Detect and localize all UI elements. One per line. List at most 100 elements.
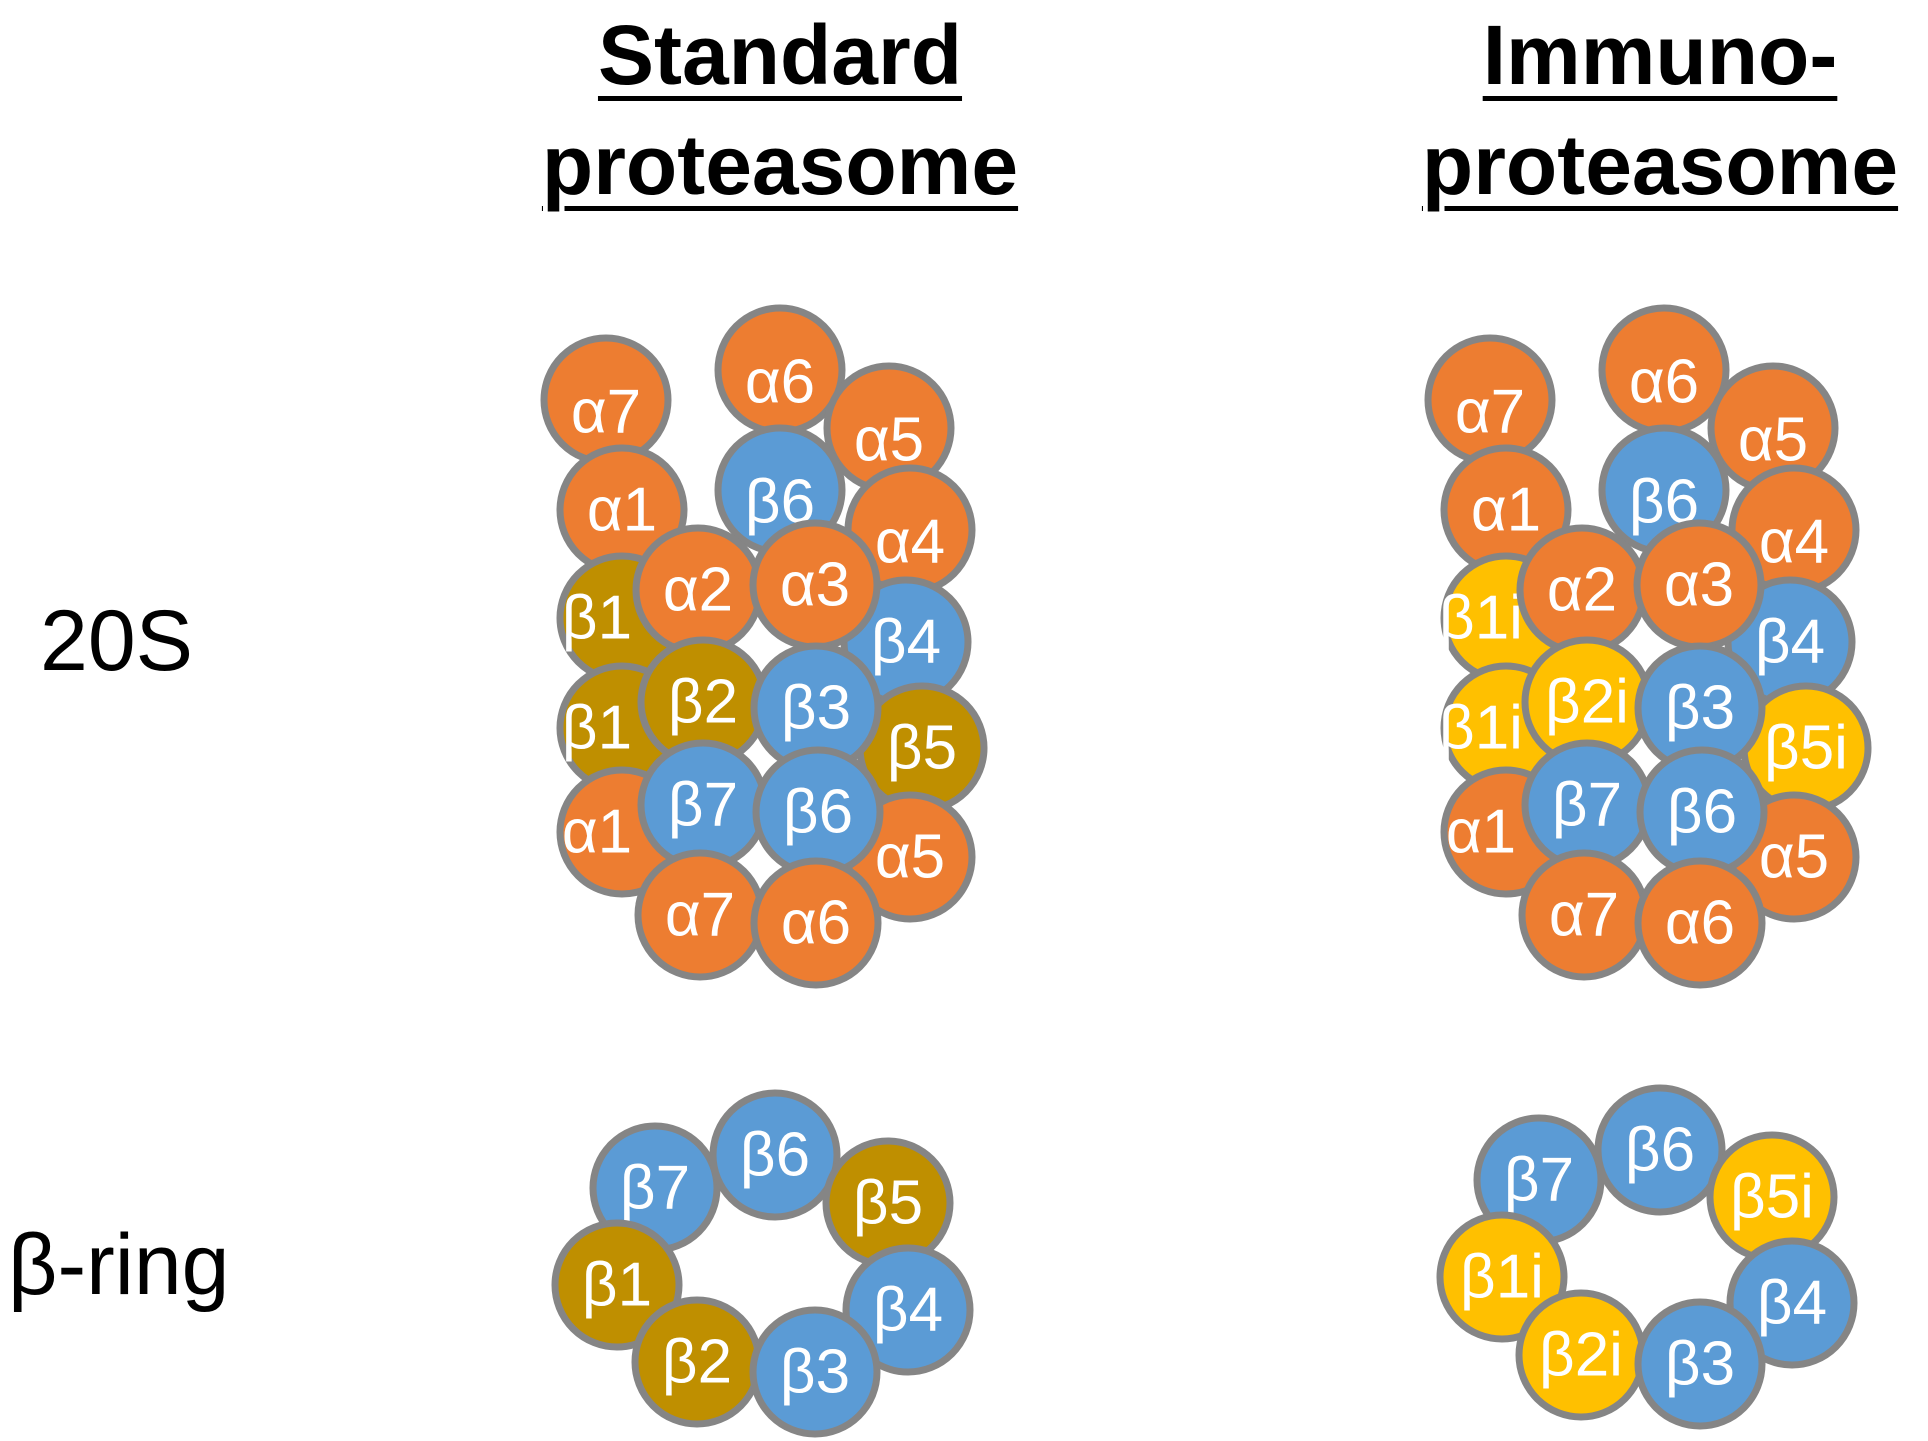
subunit-label: β2i [1539,1321,1623,1390]
subunit-label: α7 [571,378,641,447]
subunit-label: β6 [1625,1116,1695,1185]
subunit-label: α3 [780,551,850,620]
subunit-beta7: β7 [1521,739,1653,871]
subunit-label: α4 [875,508,945,577]
subunit-label: β5i [1764,714,1848,783]
subunit-alpha5: α5 [1707,362,1839,494]
subunit-label: α7 [665,881,735,950]
subunit-label: α1 [562,798,632,867]
subunit-label: β5 [853,1169,923,1238]
subunit-label: α3 [1664,551,1734,620]
subunit-label: α6 [1665,889,1735,958]
subunit-label: α6 [781,889,851,958]
subunit-beta4: β4 [1726,1237,1858,1369]
standard-header-line2: proteasome [541,118,1019,212]
subunit-circle [1634,857,1766,989]
subunit-alpha6: α6 [1598,304,1730,436]
subunit-label: β7 [1504,1146,1574,1215]
subunit-alpha7: α7 [1424,334,1556,466]
subunit-alpha3: α3 [1633,519,1765,651]
standard-header-line1: Standard [597,8,963,102]
subunit-alpha7: α7 [540,334,672,466]
subunit-circle [749,1306,881,1438]
subunit-label: α5 [854,406,924,475]
immuno-proteasome-header: Immuno- proteasome [1360,0,1928,220]
subunit-alpha6: α6 [750,857,882,989]
subunit-beta2i: β2i [1521,636,1653,768]
subunit-label: β2 [662,1328,732,1397]
subunit-label: β4 [871,608,941,677]
subunit-label: α5 [875,823,945,892]
subunit-beta6: β6 [1636,746,1768,878]
subunit-label: β1i [1439,584,1523,653]
immuno-header-line2: proteasome [1421,118,1899,212]
subunit-label: α1 [1471,476,1541,545]
subunit-beta3: β3 [749,1306,881,1438]
subunit-label: α5 [1738,406,1808,475]
subunit-beta2: β2 [631,1296,763,1428]
subunit-label: β3 [1665,1330,1735,1399]
subunit-label: β6 [783,778,853,847]
subunit-label: β4 [1757,1269,1827,1338]
subunit-alpha7: α7 [1518,849,1650,981]
subunit-beta5i: β5i [1740,682,1872,814]
row-label-20s: 20S [40,593,194,689]
subunit-circle [1436,1211,1568,1343]
subunit-label: β1 [562,584,632,653]
subunit-beta7: β7 [637,739,769,871]
row-label-beta-ring: β-ring [8,1217,230,1313]
subunit-label: α1 [587,476,657,545]
subunit-circle [1634,1298,1766,1430]
subunit-beta5: β5 [856,682,988,814]
subunit-beta2i: β2i [1515,1289,1647,1421]
subunit-label: β1i [1439,694,1523,763]
subunit-beta1i: β1i [1436,1211,1568,1343]
subunit-label: β5i [1730,1163,1814,1232]
subunit-label: β3 [781,674,851,743]
subunit-beta6: β6 [709,1089,841,1221]
subunit-beta3: β3 [1634,1298,1766,1430]
subunit-circle [842,1244,974,1376]
subunit-label: α6 [1629,348,1699,417]
standard-proteasome-header: Standard proteasome [480,0,1080,220]
subunit-circle [1594,1084,1726,1216]
subunit-beta1: β1 [551,1219,683,1351]
subunit-label: β4 [873,1276,943,1345]
subunit-label: β3 [1665,674,1735,743]
subunit-label: β3 [780,1338,850,1407]
subunit-beta4: β4 [842,1244,974,1376]
subunit-beta2: β2 [637,636,769,768]
subunit-label: β4 [1755,608,1825,677]
subunit-alpha2: α2 [1516,524,1648,656]
subunit-label: β5 [887,714,957,783]
subunit-beta5: β5 [822,1137,954,1269]
subunit-label: α5 [1759,823,1829,892]
subunit-label: β7 [620,1154,690,1223]
immuno-beta-ring: β7 β6 β5i β1i β4 β2i β3 [1436,1084,1858,1430]
subunit-alpha5: α5 [823,362,955,494]
subunit-beta6: β6 [752,746,884,878]
subunit-circle [551,1219,683,1351]
subunit-label: β6 [740,1121,810,1190]
subunit-label: β7 [1552,771,1622,840]
subunit-beta5i: β5i [1706,1131,1838,1263]
subunit-label: β1i [1460,1243,1544,1312]
subunit-label: β7 [668,771,738,840]
subunit-alpha2: α2 [632,524,764,656]
subunit-label: α1 [1446,798,1516,867]
subunit-circle [750,857,882,989]
subunit-label: β2i [1545,668,1629,737]
subunit-label: α7 [1549,881,1619,950]
subunit-beta3: β3 [750,642,882,774]
subunit-label: α7 [1455,378,1525,447]
subunit-alpha6: α6 [1634,857,1766,989]
subunit-circle [709,1089,841,1221]
subunit-label: β2 [668,668,738,737]
subunit-label: α2 [1547,556,1617,625]
subunit-alpha7: α7 [634,849,766,981]
subunit-label: α2 [663,556,733,625]
subunit-beta7: β7 [1473,1114,1605,1246]
subunit-label: β1 [582,1251,652,1320]
